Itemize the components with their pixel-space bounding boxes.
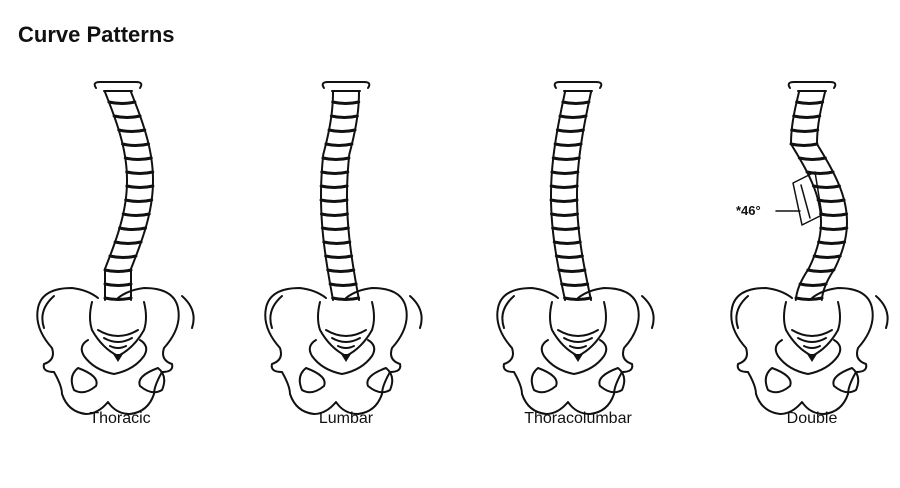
- pelvis: [36, 287, 195, 415]
- pelvis: [730, 287, 889, 415]
- vertebra-disc: [123, 156, 153, 161]
- vertebra-disc: [103, 296, 133, 301]
- vertebra-disc: [319, 212, 349, 217]
- vertebra-disc: [319, 198, 349, 203]
- vertebra-disc: [321, 156, 351, 161]
- spine-figure-3: [730, 81, 889, 415]
- atlas: [553, 81, 603, 92]
- vertebra-disc: [324, 142, 354, 147]
- vertebra-disc: [320, 170, 350, 175]
- atlas: [321, 81, 371, 92]
- atlas: [93, 81, 143, 92]
- vertebra-disc: [553, 142, 583, 147]
- vertebra-disc: [125, 184, 155, 189]
- vertebra-disc: [798, 282, 828, 287]
- vertebra-disc: [108, 254, 138, 259]
- vertebra-disc: [329, 114, 359, 119]
- vertebra-disc: [324, 254, 354, 259]
- spine: [319, 91, 361, 301]
- vertebra-disc: [806, 268, 836, 273]
- vertebra-disc: [121, 212, 151, 217]
- coccyx: [573, 354, 583, 362]
- cobb-angle-marker: [775, 171, 823, 226]
- vertebra-disc: [794, 296, 824, 301]
- figure-label-thoracic: Thoracic: [89, 410, 151, 427]
- vertebra-disc: [560, 282, 590, 287]
- vertebra-disc: [550, 170, 580, 175]
- vertebra-disc: [557, 268, 587, 273]
- vertebra-disc: [322, 240, 352, 245]
- vertebra-disc: [550, 212, 580, 217]
- vertebra-disc: [331, 296, 361, 301]
- vertebra-disc: [103, 268, 133, 273]
- vertebra-disc: [789, 142, 819, 147]
- vertebra-disc: [555, 128, 585, 133]
- vertebra-disc: [819, 226, 849, 231]
- cobb-angle-label: *46°: [736, 203, 761, 218]
- vertebra-disc: [327, 128, 357, 133]
- vertebra-disc: [790, 128, 820, 133]
- vertebra-disc: [117, 128, 147, 133]
- vertebra-disc: [792, 114, 822, 119]
- vertebra-disc: [817, 240, 847, 245]
- vertebra-disc: [552, 240, 582, 245]
- vertebra-disc: [121, 142, 151, 147]
- vertebra-disc: [328, 282, 358, 287]
- spine: [549, 91, 593, 301]
- vertebra-disc: [124, 198, 154, 203]
- vertebra-disc: [811, 184, 841, 189]
- vertebra-disc: [819, 212, 849, 217]
- vertebra-disc: [118, 226, 148, 231]
- vertebra-disc: [558, 114, 588, 119]
- atlas: [787, 81, 837, 92]
- vertebra-disc: [816, 198, 846, 203]
- figure-label-lumbar: Lumbar: [318, 410, 374, 427]
- vertebra-disc: [326, 268, 356, 273]
- coccyx: [341, 354, 351, 362]
- vertebra-disc: [551, 156, 581, 161]
- vertebra-disc: [563, 296, 593, 301]
- vertebra-disc: [554, 254, 584, 259]
- spine: [103, 91, 155, 301]
- vertebra-disc: [112, 114, 142, 119]
- figure-label-double: Double: [786, 410, 838, 427]
- vertebra-disc: [549, 198, 579, 203]
- vertebra-disc: [549, 184, 579, 189]
- spine-figure-0: [36, 81, 195, 415]
- vertebra-disc: [812, 254, 842, 259]
- page-title: Curve Patterns: [18, 22, 175, 47]
- vertebra-disc: [551, 226, 581, 231]
- spine: [789, 91, 849, 301]
- vertebra-disc: [805, 170, 835, 175]
- vertebra-disc: [797, 156, 827, 161]
- vertebra-disc: [561, 100, 591, 105]
- spine-figure-1: [264, 81, 423, 415]
- vertebra-disc: [103, 282, 133, 287]
- spine-figure-2: [496, 81, 655, 415]
- pelvis: [496, 287, 655, 415]
- vertebra-disc: [331, 100, 361, 105]
- coccyx: [113, 354, 123, 362]
- pelvis: [264, 287, 423, 415]
- vertebra-disc: [113, 240, 143, 245]
- vertebra-disc: [320, 226, 350, 231]
- coccyx: [807, 354, 817, 362]
- figure-label-thoracolumbar: Thoracolumbar: [524, 410, 632, 427]
- vertebra-disc: [319, 184, 349, 189]
- vertebra-disc: [125, 170, 155, 175]
- vertebra-disc: [107, 100, 137, 105]
- vertebra-disc: [795, 100, 825, 105]
